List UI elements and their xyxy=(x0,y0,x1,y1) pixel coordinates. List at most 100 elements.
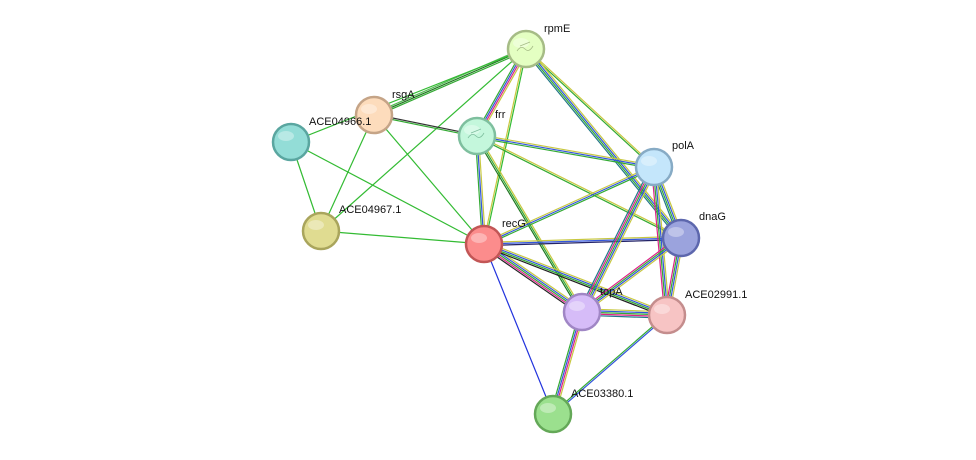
edge-evidence-line xyxy=(484,242,668,315)
edge-evidence-line xyxy=(373,48,527,116)
edge-frr-dnag xyxy=(476,134,682,240)
edge-recg-ace03380-1 xyxy=(483,243,554,415)
edge-evidence-line xyxy=(475,136,582,314)
edge-dnag-topa xyxy=(580,235,683,315)
node-circle[interactable] xyxy=(634,147,674,187)
node-highlight xyxy=(569,301,585,311)
node-circle[interactable] xyxy=(464,224,504,264)
node-highlight xyxy=(471,233,487,243)
edge-evidence-line xyxy=(320,48,527,232)
node-circle[interactable] xyxy=(562,292,602,332)
node-label: rpmE xyxy=(544,23,570,35)
edge-ace04967-1-recg xyxy=(320,230,485,245)
edge-rpme-ace04966-1 xyxy=(290,48,527,143)
edge-evidence-line xyxy=(526,48,683,238)
node-circle[interactable] xyxy=(506,29,546,69)
edge-evidence-line xyxy=(523,50,680,240)
edge-evidence-line xyxy=(526,47,655,167)
edge-evidence-line xyxy=(484,238,682,247)
edge-evidence-line xyxy=(483,237,682,245)
edge-evidence-line xyxy=(483,235,681,244)
edge-evidence-line xyxy=(290,141,485,245)
node-label: ACE02991.1 xyxy=(685,289,747,301)
node-label: polA xyxy=(672,140,695,152)
edge-evidence-line xyxy=(652,167,667,316)
edge-evidence-line xyxy=(483,243,554,415)
edge-evidence-line xyxy=(525,49,654,169)
edge-evidence-line xyxy=(552,313,667,414)
edge-ace04966-1-recg xyxy=(290,141,485,245)
node-rsga[interactable]: rsgA xyxy=(354,89,415,135)
node-topa[interactable]: topA xyxy=(562,286,623,332)
edge-evidence-line xyxy=(582,238,682,314)
edge-evidence-line xyxy=(485,240,585,310)
node-highlight xyxy=(361,104,377,114)
edge-evidence-line xyxy=(582,167,656,313)
edge-evidence-line xyxy=(580,235,680,311)
edge-evidence-line xyxy=(320,114,375,232)
edge-recg-topa xyxy=(481,240,585,316)
edge-evidence-line xyxy=(584,168,658,314)
edge-evidence-line xyxy=(373,114,485,245)
edge-evidence-line xyxy=(481,246,581,316)
structure-glyph-icon xyxy=(516,41,534,52)
node-ace02991-1[interactable]: ACE02991.1 xyxy=(647,289,747,335)
node-highlight xyxy=(464,125,480,135)
edge-evidence-line xyxy=(483,243,583,313)
edge-evidence-line xyxy=(483,166,655,245)
node-label: ACE03380.1 xyxy=(571,388,633,400)
node-rpme[interactable]: rpmE xyxy=(506,23,570,69)
node-label: ACE04966.1 xyxy=(309,116,371,128)
node-circle[interactable] xyxy=(354,95,394,135)
edge-evidence-line xyxy=(477,133,655,167)
node-label: rsgA xyxy=(392,89,415,101)
edge-pola-topa xyxy=(578,165,658,314)
edge-evidence-line xyxy=(484,167,655,247)
node-dnag[interactable]: dnaG xyxy=(661,211,726,258)
node-circle[interactable] xyxy=(647,295,687,335)
node-ace04967-1[interactable]: ACE04967.1 xyxy=(301,204,401,251)
node-label: frr xyxy=(495,109,506,121)
node-highlight xyxy=(513,38,529,48)
edge-evidence-line xyxy=(476,135,655,168)
edge-evidence-line xyxy=(482,244,582,314)
node-highlight xyxy=(668,227,684,237)
edge-evidence-line xyxy=(476,136,654,170)
node-pola[interactable]: polA xyxy=(634,140,695,187)
edge-rpme-rsga xyxy=(373,46,527,118)
node-ace03380-1[interactable]: ACE03380.1 xyxy=(533,388,633,434)
edge-evidence-line xyxy=(484,49,528,245)
node-circle[interactable] xyxy=(661,218,701,258)
node-label: dnaG xyxy=(699,211,726,223)
edge-evidence-line xyxy=(482,245,667,318)
edge-evidence-line xyxy=(581,166,655,313)
edge-evidence-line xyxy=(483,164,654,244)
node-label: ACE04967.1 xyxy=(339,204,401,216)
edge-ace02991-1-ace03380-1 xyxy=(552,313,668,416)
edge-evidence-line xyxy=(320,230,485,245)
edge-evidence-line xyxy=(583,239,683,315)
edge-evidence-line xyxy=(483,244,667,317)
node-highlight xyxy=(654,304,670,314)
edge-evidence-line xyxy=(553,315,668,416)
edge-evidence-line xyxy=(477,134,682,238)
edge-evidence-line xyxy=(580,166,654,312)
node-layer: rpmE rsgA ACE04966.1 frr polA ACE04967.1 recG d… xyxy=(271,23,747,434)
node-frr[interactable]: frr xyxy=(457,109,506,156)
edge-evidence-line xyxy=(482,48,526,244)
edge-rpme-pola xyxy=(525,47,655,169)
edge-recg-pola xyxy=(483,164,655,247)
node-circle[interactable] xyxy=(533,394,573,434)
node-ace04966-1[interactable]: ACE04966.1 xyxy=(271,116,371,162)
edge-rpme-recg xyxy=(482,48,528,245)
node-recg[interactable]: recG xyxy=(464,218,526,264)
node-circle[interactable] xyxy=(271,122,311,162)
edge-recg-dnag xyxy=(483,235,682,247)
edge-evidence-line xyxy=(484,242,584,312)
edge-evidence-line xyxy=(484,241,669,314)
node-circle[interactable] xyxy=(457,116,497,156)
node-label: topA xyxy=(600,286,623,298)
node-circle[interactable] xyxy=(301,211,341,251)
